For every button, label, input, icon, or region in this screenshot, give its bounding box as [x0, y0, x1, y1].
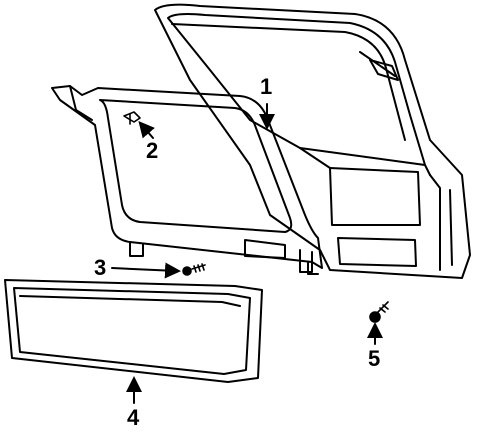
callout-4: 4 — [127, 405, 140, 430]
push-pin-clip — [123, 111, 141, 125]
callout-2: 2 — [146, 138, 159, 163]
callout-1: 1 — [260, 74, 273, 99]
callout-5: 5 — [368, 346, 381, 371]
liftgate-frame — [154, 3, 471, 279]
screw-5 — [369, 301, 389, 323]
callout-3: 3 — [94, 255, 107, 280]
leader-line-3 — [111, 262, 181, 279]
screw-3 — [182, 263, 206, 276]
lower-trim-panel — [4, 279, 263, 383]
leader-line-2 — [138, 120, 155, 139]
upper-trim-panel — [51, 85, 323, 275]
